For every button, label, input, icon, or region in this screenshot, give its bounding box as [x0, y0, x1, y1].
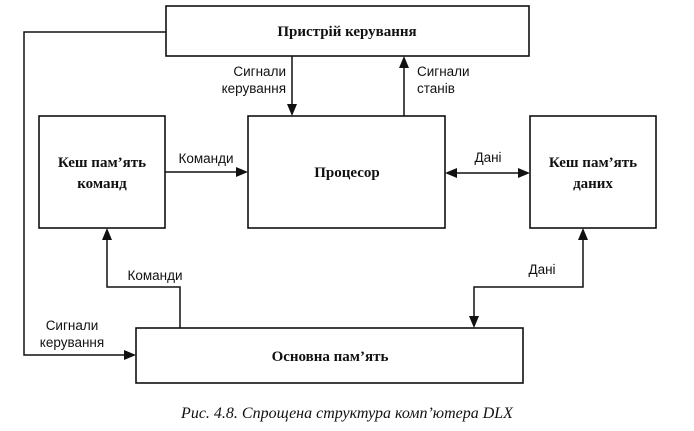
memory-commands-wire	[106, 238, 181, 328]
control-signals-arrowhead	[287, 104, 297, 116]
memory-commands-arrowhead	[102, 228, 112, 240]
control-signals-label-line2: керування	[222, 81, 286, 96]
instruction-cache-label-line2: команд	[77, 176, 127, 192]
data-cache-label-line2: даних	[573, 176, 613, 192]
main-memory-box	[135, 327, 524, 384]
memory-data-arrowhead-up	[578, 228, 588, 240]
memory-data-wire	[473, 238, 584, 318]
instruction-cache-box	[38, 115, 166, 229]
memory-data-label: Дані	[528, 262, 555, 277]
control-signals-label-line1: Сигнали	[233, 64, 286, 79]
data-bus-arrowhead-right	[518, 168, 530, 178]
state-signals-label-line1: Сигнали	[417, 64, 470, 79]
memory-control-label-line2: керування	[40, 335, 104, 350]
commands-arrowhead	[236, 167, 248, 177]
state-signals-arrowhead	[399, 56, 409, 68]
control-unit-box	[165, 5, 530, 57]
figure-caption: Рис. 4.8. Спрощена структура комп’ютера …	[180, 405, 514, 422]
data-bus-label: Дані	[474, 150, 501, 165]
processor-box	[247, 115, 446, 229]
memory-data-arrowhead-down	[469, 316, 479, 328]
control-unit-label: Пристрій керування	[277, 24, 416, 40]
memory-control-label-line1: Сигнали	[46, 318, 99, 333]
state-signals-label-line2: станів	[417, 81, 455, 96]
data-cache-label-line1: Кеш пам’ять	[549, 155, 637, 171]
memory-commands-label: Команди	[127, 268, 182, 283]
memory-control-arrowhead	[124, 350, 136, 360]
processor-label: Процесор	[314, 165, 380, 181]
memory-control-wire	[23, 31, 166, 356]
instruction-cache-label-line1: Кеш пам’ять	[58, 155, 146, 171]
main-memory-label: Основна пам’ять	[272, 349, 389, 365]
data-bus-arrowhead-left	[445, 168, 457, 178]
data-cache-box	[529, 115, 657, 229]
commands-label: Команди	[178, 151, 233, 166]
